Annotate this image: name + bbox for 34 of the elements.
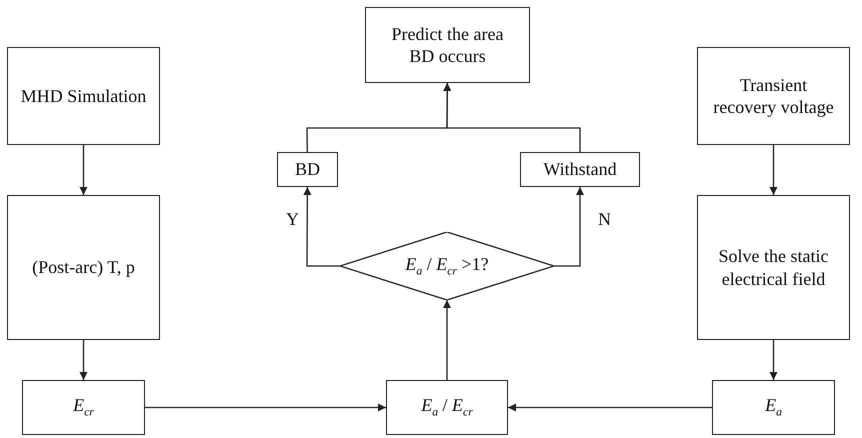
process-box [386, 380, 508, 435]
process-box [7, 47, 160, 145]
process-box [712, 380, 835, 435]
node-label: E$_{cr}$ [73, 394, 94, 421]
edge-label: N [596, 210, 613, 228]
process-box [277, 152, 338, 187]
node-label: E$_{a}$ / E$_{cr}$ [421, 394, 473, 421]
node-label: Predict the area BD occurs [390, 22, 504, 68]
node-label: E$_{a}$ [765, 394, 782, 421]
arrow [770, 340, 778, 380]
process-box [365, 7, 530, 83]
process-box [697, 47, 850, 145]
node-label: MHD Simulation [20, 84, 146, 108]
process-box [7, 195, 160, 340]
arrow [80, 340, 88, 380]
process-box [22, 380, 145, 435]
decision-diamond [340, 232, 554, 300]
arrow [303, 187, 340, 267]
arrow [770, 145, 778, 195]
arrow [443, 300, 451, 380]
node-label: Solve the static electrical field [718, 245, 830, 290]
process-box [520, 152, 640, 187]
node-label: Transient recovery voltage [712, 74, 835, 118]
node-label: Withstand [543, 158, 617, 181]
edge-label: Y [284, 210, 301, 228]
arrow [508, 404, 712, 412]
arrow [443, 83, 581, 152]
node-label: BD [294, 158, 320, 181]
arrow [80, 145, 88, 195]
node-label: E$_{a}$ / E$_{cr}$ >1? [405, 252, 489, 280]
process-box [697, 195, 850, 340]
node-label: (Post-arc) T, p [32, 256, 135, 279]
arrow [145, 404, 386, 412]
arrow [554, 187, 584, 267]
